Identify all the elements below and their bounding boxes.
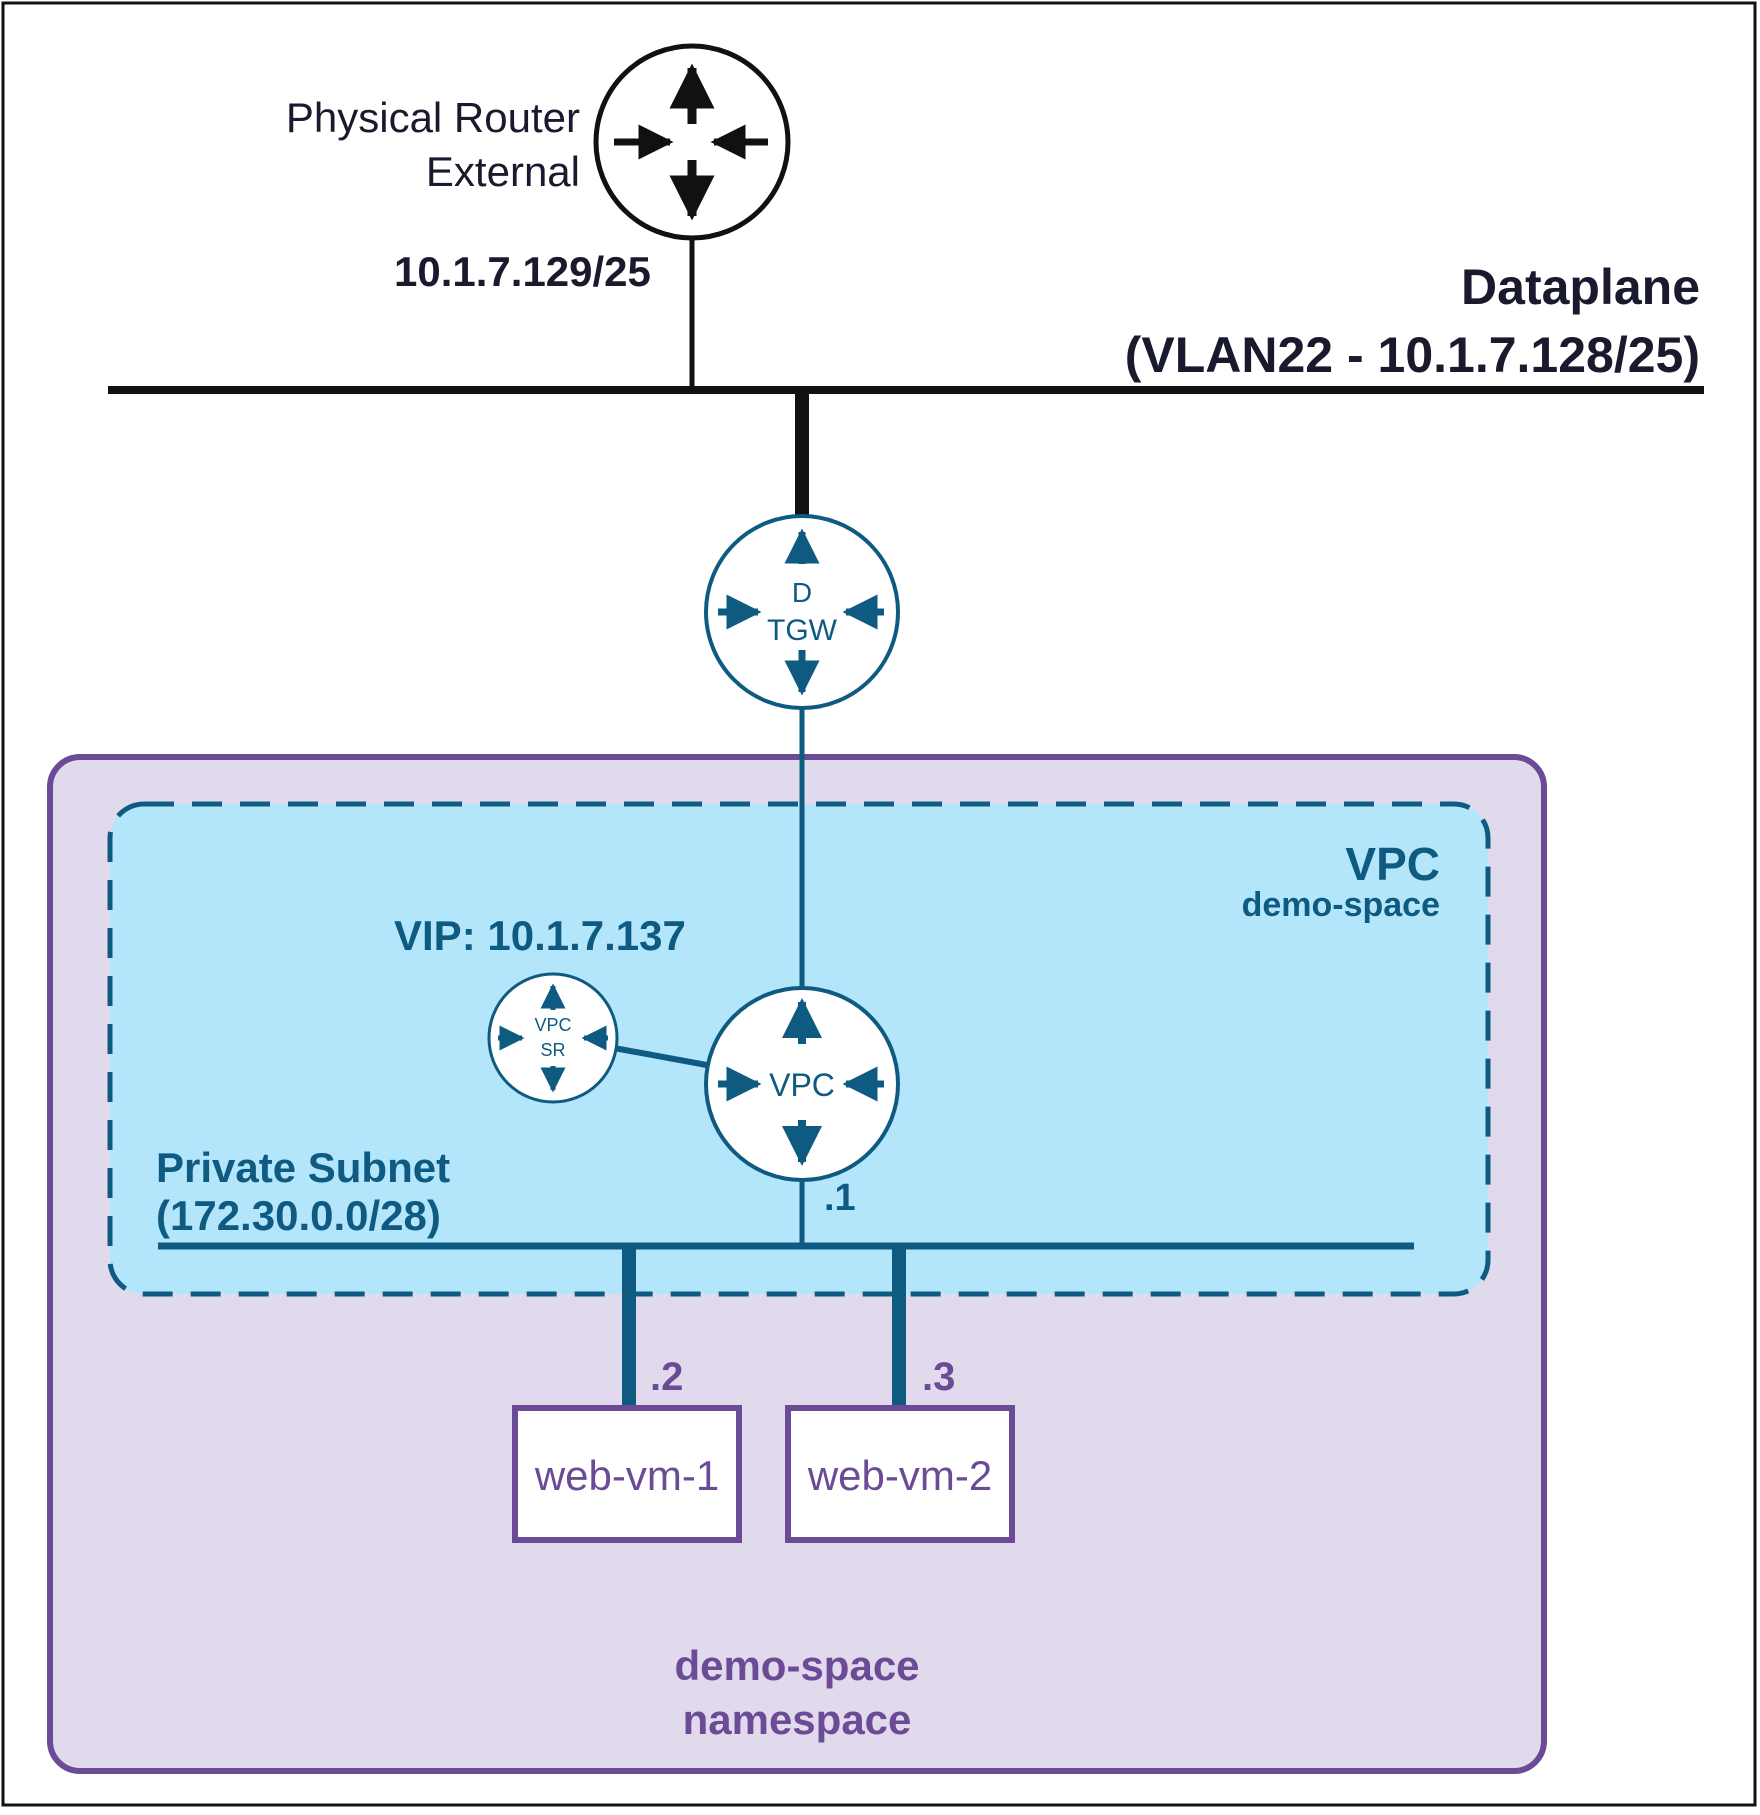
physical-router-label-line2: External (426, 148, 580, 195)
vpc-sr-label-line2: SR (540, 1040, 565, 1060)
physical-router (593, 43, 791, 241)
vpc-sr-router: VPC SR (487, 972, 619, 1104)
vm-name: web-vm-2 (807, 1452, 992, 1499)
physical-router-ip: 10.1.7.129/25 (394, 248, 651, 295)
tgw-router: D TGW (704, 514, 900, 710)
router-icon (593, 43, 791, 241)
namespace-label-line2: namespace (683, 1696, 912, 1743)
vpc-subtitle: demo-space (1242, 886, 1440, 924)
router-icon (704, 986, 900, 1182)
vpc-router: VPC (704, 986, 900, 1182)
vm-name: web-vm-1 (534, 1452, 719, 1499)
router-icon (487, 972, 619, 1104)
vm-ip-suffix: .2 (650, 1355, 683, 1399)
dataplane-title: Dataplane (1461, 259, 1700, 315)
vm-box: web-vm-2 (785, 1405, 1015, 1543)
physical-router-label-line1: Physical Router (286, 94, 580, 141)
vm-box-frame (785, 1405, 1015, 1543)
vm-box: web-vm-1 (512, 1405, 742, 1543)
subnet-label-line2: (172.30.0.0/28) (156, 1192, 441, 1239)
vm-ip-suffix: .3 (922, 1355, 955, 1399)
vpc-sr-label-line1: VPC (534, 1015, 571, 1035)
tgw-label-line1: D (792, 577, 812, 608)
vpc-sr-link (613, 1045, 713, 1069)
subnet-gateway-suffix: .1 (824, 1177, 856, 1219)
vpc-title: VPC (1345, 838, 1440, 890)
vpc-router-label: VPC (769, 1067, 835, 1103)
dataplane-subtitle: (VLAN22 - 10.1.7.128/25) (1125, 327, 1700, 383)
vpc-vip: VIP: 10.1.7.137 (394, 912, 686, 959)
router-icon (704, 514, 900, 710)
tgw-label-line2: TGW (767, 614, 838, 647)
namespace-label-line1: demo-space (674, 1642, 919, 1689)
vm-box-frame (512, 1405, 742, 1543)
subnet-label-line1: Private Subnet (156, 1144, 450, 1191)
